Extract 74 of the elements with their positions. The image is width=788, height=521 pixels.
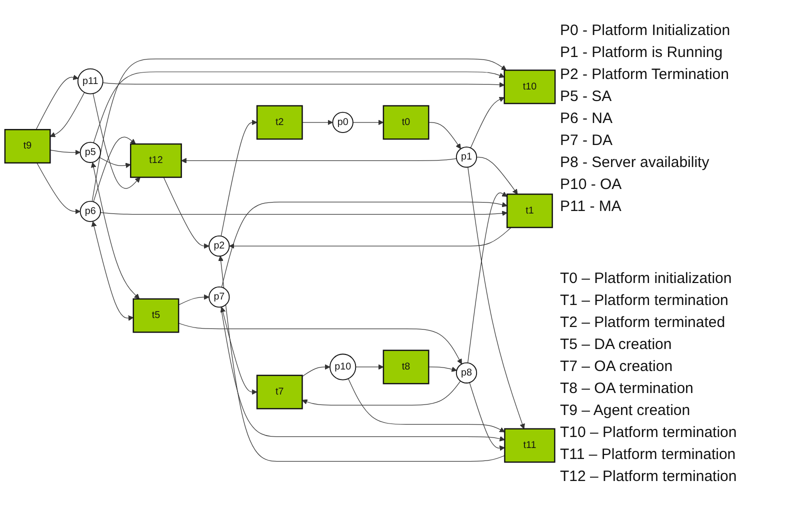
key-entry: T10 – Platform termination	[560, 423, 738, 443]
arrow	[178, 322, 462, 364]
node-circle: p7	[208, 286, 230, 308]
key-entry: T12 – Platform termination	[560, 467, 738, 487]
arrow	[98, 156, 131, 168]
arrow	[36, 162, 81, 214]
node-box: t5	[132, 298, 180, 333]
arrow	[93, 72, 505, 144]
key-entry: T8 – OA termination	[560, 379, 694, 399]
key-entry: T7 – OA creation	[560, 357, 674, 377]
key-entry: P5 - SA	[560, 87, 613, 107]
key-entry: P0 - Platform Initialization	[560, 21, 732, 41]
arrow	[468, 166, 525, 430]
arrow	[476, 156, 518, 194]
node-circle: p0	[332, 112, 354, 133]
arrow	[50, 92, 85, 138]
node-circle: p2	[208, 235, 230, 257]
arrow	[90, 162, 140, 300]
key-entry: T11 – Platform termination	[560, 445, 737, 465]
arrow	[92, 58, 507, 202]
node-circle: p6	[80, 200, 101, 222]
arrow	[302, 364, 330, 377]
arrow	[178, 294, 210, 306]
arrow	[428, 122, 461, 150]
arrow	[100, 210, 508, 216]
node-circle: p11	[77, 68, 104, 94]
node-box: t1	[506, 194, 553, 228]
node-box: t9	[4, 128, 51, 164]
key-entry: P2 - Platform Termination	[560, 65, 730, 85]
arrow	[93, 136, 136, 202]
node-box: t7	[256, 374, 303, 410]
arrow	[181, 158, 457, 164]
node-box: t0	[382, 105, 430, 140]
key-entry: T0 – Platform initialization	[560, 269, 733, 289]
arrow	[218, 256, 506, 462]
arrow	[220, 306, 258, 395]
arrow	[355, 364, 384, 370]
arrow	[470, 96, 505, 148]
arrow	[352, 120, 384, 126]
node-box: t8	[382, 350, 430, 384]
key-entry: T5 – DA creation	[560, 335, 673, 355]
arrow	[221, 202, 508, 288]
node-box: t2	[256, 105, 303, 140]
arrow	[302, 380, 461, 406]
arrow	[348, 378, 505, 432]
key-entry: P1 - Platform is Running	[560, 43, 724, 63]
arrow	[163, 176, 210, 249]
node-box: t12	[130, 143, 182, 178]
arrow	[50, 150, 81, 156]
node-circle: p10	[330, 354, 356, 380]
node-circle: p8	[456, 362, 478, 384]
arrow	[220, 306, 505, 442]
key-entry: T1 – Platform termination	[560, 291, 730, 311]
arrow	[467, 192, 508, 364]
node-box: t11	[504, 428, 556, 463]
node-box: t10	[504, 70, 556, 104]
key-entry: P10 - OA	[560, 175, 623, 195]
key-entry: T2 – Platform terminated	[560, 313, 726, 333]
key-entry: P7 - DA	[560, 131, 614, 151]
arrow	[91, 221, 134, 321]
arrow	[102, 82, 505, 88]
key-entry: P11 - MA	[560, 197, 622, 217]
arrow	[469, 382, 505, 451]
arrow	[36, 74, 78, 130]
key-entry: P6 - NA	[560, 109, 614, 129]
key-entry: T9 – Agent creation	[560, 401, 692, 421]
arrow	[428, 366, 457, 372]
key-entry: P8 - Server availability	[560, 153, 710, 173]
arrow	[220, 120, 258, 236]
arrow	[302, 120, 333, 126]
arrow	[229, 227, 512, 249]
node-circle: p1	[456, 146, 478, 168]
arrow	[92, 93, 140, 189]
node-circle: p5	[80, 142, 101, 163]
